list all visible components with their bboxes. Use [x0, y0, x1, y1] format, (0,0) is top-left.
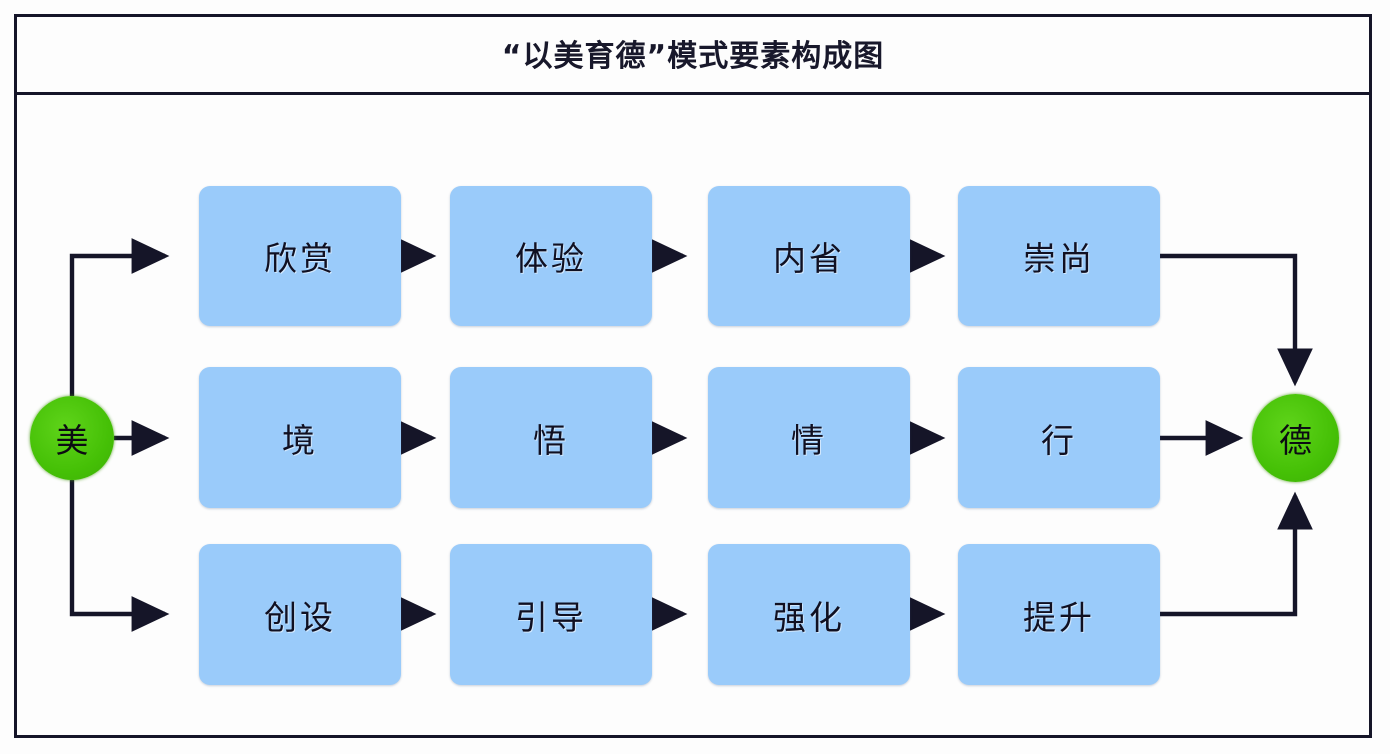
node-row3-step1[interactable]: 创设: [199, 544, 401, 685]
node-label: 强化: [773, 597, 845, 637]
node-row1-step3[interactable]: 内省: [708, 186, 910, 326]
node-label: 创设: [264, 597, 336, 637]
node-label: 崇尚: [1023, 239, 1095, 278]
page-title: “以美育德”模式要素构成图: [501, 39, 885, 74]
node-row1-step1[interactable]: 欣赏: [199, 186, 401, 326]
node-label: 情: [791, 420, 827, 460]
node-label: 体验: [515, 239, 587, 278]
node-label: 提升: [1023, 597, 1095, 637]
node-label: 悟: [533, 420, 569, 460]
node-row2-step4[interactable]: 行: [958, 367, 1160, 508]
node-label: 引导: [515, 597, 587, 637]
source-node-label: 美: [55, 421, 89, 460]
node-row2-step3[interactable]: 情: [708, 367, 910, 508]
node-label: 境: [282, 420, 318, 460]
node-row2-step1[interactable]: 境: [199, 367, 401, 508]
node-row3-step2[interactable]: 引导: [450, 544, 652, 685]
source-node-mei[interactable]: 美: [30, 396, 114, 480]
node-label: 欣赏: [264, 239, 336, 278]
diagram-title-bar: “以美育德”模式要素构成图: [14, 14, 1372, 95]
node-row2-step2[interactable]: 悟: [450, 367, 652, 508]
node-row1-step2[interactable]: 体验: [450, 186, 652, 326]
target-node-label: 德: [1279, 421, 1312, 460]
node-row3-step4[interactable]: 提升: [958, 544, 1160, 685]
node-row3-step3[interactable]: 强化: [708, 544, 910, 685]
target-node-de[interactable]: 德: [1252, 394, 1339, 482]
node-row1-step4[interactable]: 崇尚: [958, 186, 1160, 326]
node-label: 行: [1041, 420, 1077, 460]
node-label: 内省: [773, 239, 845, 278]
